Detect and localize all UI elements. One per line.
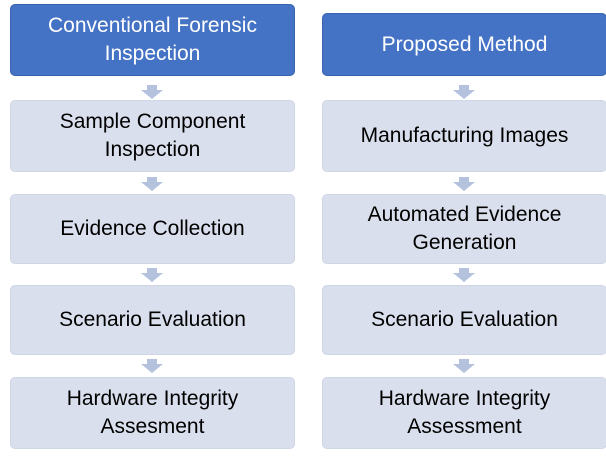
down-arrow-icon: [141, 359, 163, 373]
right-step-scenario-evaluation: Scenario Evaluation: [322, 285, 606, 355]
step-label: Manufacturing Images: [360, 124, 569, 147]
step-label: Hardware Integrity Assessment: [378, 387, 551, 438]
proposed-method-column: Proposed Method Manufacturing Images Aut…: [322, 0, 606, 458]
right-step-manufacturing-images: Manufacturing Images: [322, 100, 606, 172]
step-label: Hardware Integrity Assesment: [66, 387, 239, 438]
down-arrow-icon: [453, 359, 475, 373]
step-label: Scenario Evaluation: [59, 308, 246, 331]
conventional-forensic-column: Conventional Forensic Inspection Sample …: [10, 0, 295, 458]
step-label: Sample Component Inspection: [59, 110, 246, 161]
left-step-scenario-evaluation: Scenario Evaluation: [10, 285, 295, 355]
header-label: Conventional Forensic Inspection: [48, 14, 257, 65]
down-arrow-icon: [453, 268, 475, 282]
conventional-forensic-header: Conventional Forensic Inspection: [10, 4, 295, 76]
left-step-hardware-integrity-assesment: Hardware Integrity Assesment: [10, 377, 295, 449]
step-label: Evidence Collection: [60, 217, 245, 240]
right-step-automated-evidence-generation: Automated Evidence Generation: [322, 194, 606, 264]
step-label: Automated Evidence Generation: [367, 203, 562, 254]
down-arrow-icon: [453, 85, 475, 99]
step-label: Scenario Evaluation: [371, 308, 558, 331]
proposed-method-header: Proposed Method: [322, 13, 606, 76]
down-arrow-icon: [141, 177, 163, 191]
down-arrow-icon: [453, 177, 475, 191]
left-step-sample-component-inspection: Sample Component Inspection: [10, 100, 295, 172]
header-label: Proposed Method: [381, 32, 548, 56]
left-step-evidence-collection: Evidence Collection: [10, 194, 295, 264]
down-arrow-icon: [141, 268, 163, 282]
right-step-hardware-integrity-assessment: Hardware Integrity Assessment: [322, 377, 606, 449]
down-arrow-icon: [141, 85, 163, 99]
